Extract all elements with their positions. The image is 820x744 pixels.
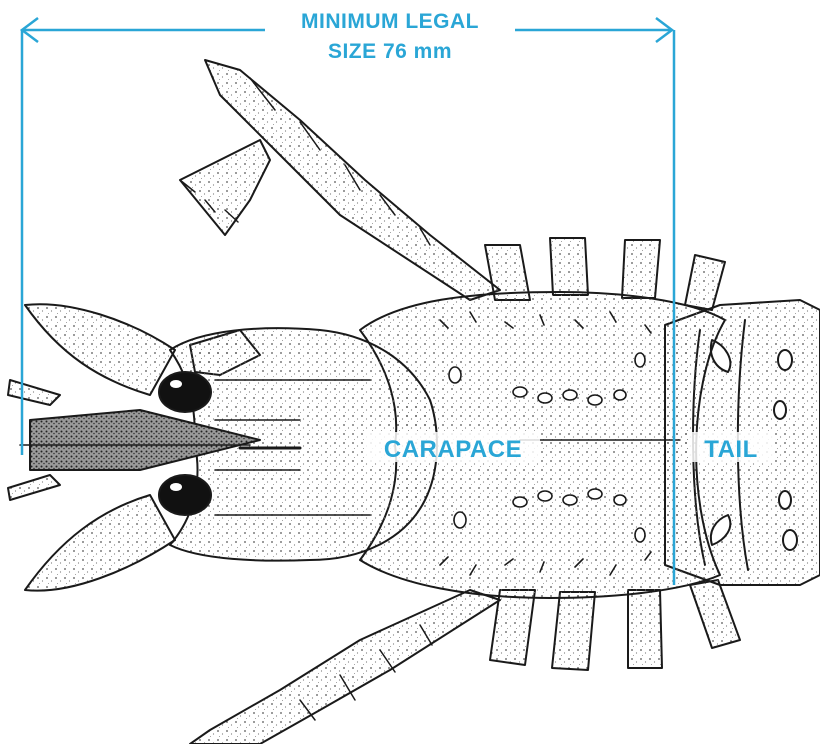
lower-antenna <box>190 590 500 744</box>
measure-label-line2: SIZE 76 mm <box>328 40 452 63</box>
upper-antenna <box>180 60 500 300</box>
carapace-label: CARAPACE <box>384 436 522 463</box>
lower-eye <box>159 475 211 515</box>
measure-label-line1: MINIMUM LEGAL <box>301 10 479 33</box>
lobster-illustration <box>8 60 820 744</box>
upper-eye <box>159 372 211 412</box>
tail-label: TAIL <box>704 436 758 463</box>
